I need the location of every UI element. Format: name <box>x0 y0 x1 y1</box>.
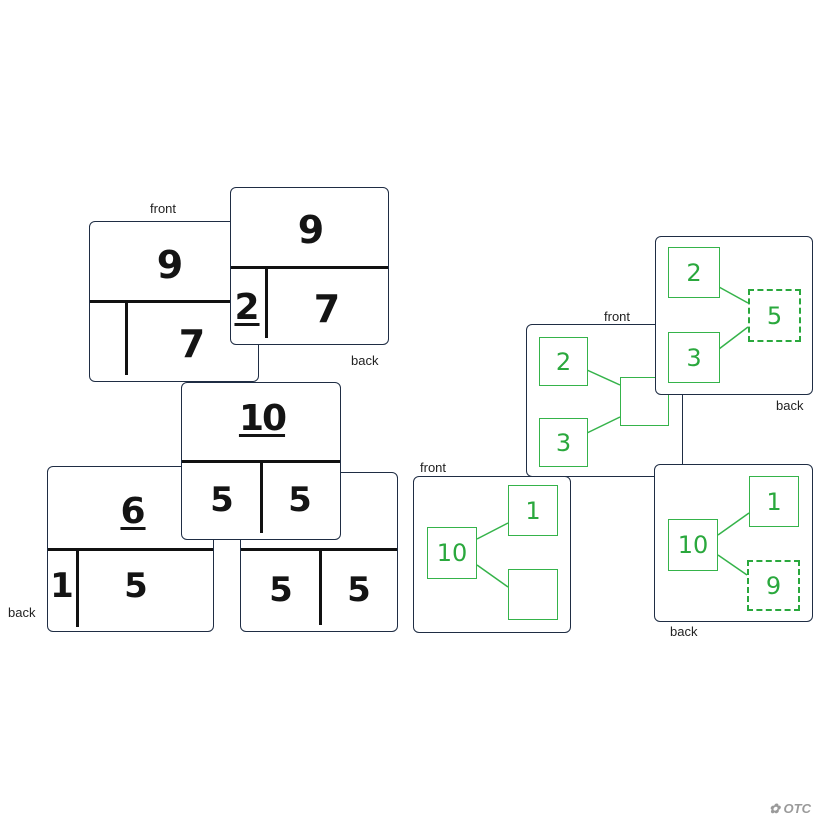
caption-front: front <box>150 201 177 216</box>
divider <box>265 266 268 338</box>
otc-logo: ✿ OTC <box>769 801 811 817</box>
caption-back: back <box>8 605 36 620</box>
part-box: 1 <box>508 485 558 536</box>
whole-box-answer: 5 <box>748 289 801 342</box>
bond-connectors <box>718 286 749 350</box>
part-box: 3 <box>539 418 588 467</box>
bar-card-9-back: 9 2 7 <box>230 187 389 345</box>
whole-number: 10 <box>238 398 287 439</box>
whole-number: 6 <box>120 491 146 532</box>
part-number: 1 <box>766 487 782 516</box>
part-box: 2 <box>539 337 588 386</box>
part-number: 2 <box>234 287 260 328</box>
part-number: 5 <box>210 480 234 520</box>
divider <box>90 300 258 303</box>
part-number: 2 <box>686 258 702 287</box>
logo-text: OTC <box>783 801 811 816</box>
part-number: 5 <box>347 570 371 610</box>
divider <box>260 460 263 533</box>
whole-box: 10 <box>668 519 718 571</box>
part-number: 2 <box>555 347 572 376</box>
caption-front: front <box>604 309 631 324</box>
part-number: 5 <box>288 480 312 520</box>
bond-connectors <box>476 522 509 588</box>
part-number: 7 <box>178 322 206 366</box>
part-number: 1 <box>525 496 541 525</box>
whole-box: 10 <box>427 527 477 579</box>
caption-back: back <box>670 624 698 639</box>
divider <box>125 300 128 375</box>
divider <box>76 548 79 627</box>
bond-card-bottom-back: 10 1 9 <box>654 464 813 622</box>
part-number: 3 <box>686 343 702 372</box>
caption-back: back <box>351 353 379 368</box>
bond-card-top-back: 2 3 5 <box>655 236 813 395</box>
part-number: 7 <box>313 287 341 331</box>
whole-number: 9 <box>297 208 325 252</box>
whole-number: 10 <box>436 539 468 567</box>
whole-number: 9 <box>156 243 184 287</box>
bond-connectors <box>717 512 750 576</box>
part-number: 3 <box>555 428 572 457</box>
whole-number: 5 <box>766 301 783 330</box>
part-box <box>508 569 558 620</box>
part-box: 1 <box>749 476 799 527</box>
bond-connectors <box>586 369 621 434</box>
part-box-answer: 9 <box>747 560 800 611</box>
leaf-icon: ✿ <box>769 801 780 816</box>
part-number: 1 <box>50 566 74 606</box>
part-number: 9 <box>765 571 782 600</box>
bond-card-bottom-front: 10 1 <box>413 476 571 633</box>
part-box: 3 <box>668 332 720 383</box>
divider <box>231 266 388 269</box>
part-number: 5 <box>124 566 148 606</box>
part-number: 5 <box>269 570 293 610</box>
caption-front: front <box>420 460 447 475</box>
divider <box>48 548 213 551</box>
caption-back: back <box>776 398 804 413</box>
whole-number: 10 <box>677 531 709 559</box>
bar-card-10-front: 10 5 5 <box>181 382 341 540</box>
divider <box>319 548 322 625</box>
part-box: 2 <box>668 247 720 298</box>
